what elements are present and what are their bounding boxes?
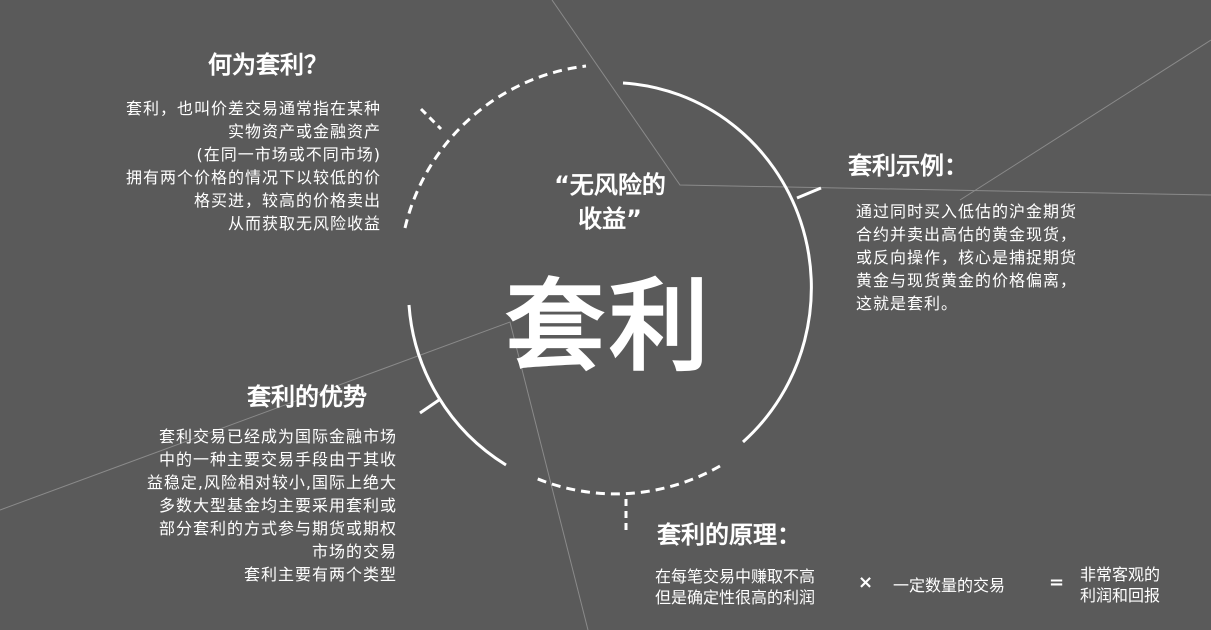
equals-sign: = xyxy=(1049,572,1065,593)
what-text: 套利，也叫价差交易通常指在某种 实物资产或金融资产 (在同一市场或不同市场) 拥… xyxy=(126,97,381,235)
advantage-heading: 套利的优势 xyxy=(247,383,367,411)
text-line: 利润和回报 xyxy=(1080,586,1161,605)
quote-line: 收益” xyxy=(578,205,642,233)
quote-line: “无风险的 xyxy=(554,171,666,199)
text-line: 中的一种主要交易手段由于其收 xyxy=(158,450,397,469)
text-line: 部分套利的方式参与期货或期权 xyxy=(158,519,397,538)
text-line: 实物资产或金融资产 xyxy=(227,122,381,141)
tick-left xyxy=(419,398,440,415)
text-line: 非常客观的 xyxy=(1080,565,1161,584)
text-line: 黄金与现货黄金的价格偏离， xyxy=(856,271,1078,290)
thin-line xyxy=(551,0,1211,196)
text-line: 拥有两个价格的情况下以较低的价 xyxy=(125,168,381,187)
text-line: 这就是套利。 xyxy=(856,294,959,313)
text-line: 但是确定性很高的利润 xyxy=(655,588,816,607)
text-line: 通过同时买入低估的沪金期货 xyxy=(856,202,1078,221)
text-line: 市场的交易 xyxy=(311,542,397,561)
what-heading: 何为套利？ xyxy=(208,51,328,79)
example-text: 通过同时买入低估的沪金期货 合约并卖出高估的黄金现货， 或反向操作，核心是捕捉期… xyxy=(856,200,1077,315)
text-line: 益稳定,风险相对较小,国际上绝大 xyxy=(146,473,397,492)
example-heading: 套利示例： xyxy=(848,152,968,180)
text-line: 格买进，较高的价格卖出 xyxy=(193,191,381,210)
text-line: 套利主要有两个类型 xyxy=(243,565,397,584)
center-quote: “无风险的收益” xyxy=(520,168,700,236)
thin-line xyxy=(959,39,1211,201)
solid-arc-left xyxy=(407,304,507,467)
dashed-arc-bottom xyxy=(532,464,721,496)
principle-term1: 在每笔交易中赚取不高 但是确定性很高的利润 xyxy=(655,566,815,608)
text-line: 或反向操作，核心是捕捉期货 xyxy=(856,248,1078,267)
center-title: 套利 xyxy=(505,268,713,385)
principle-result: 非常客观的 利润和回报 xyxy=(1080,564,1160,606)
text-line: 从而获取无风险收益 xyxy=(227,214,381,233)
tick-top-left xyxy=(419,107,443,131)
text-line: 多数大型基金均主要采用套利或 xyxy=(158,496,397,515)
advantage-text: 套利交易已经成为国际金融市场 中的一种主要交易手段由于其收 益稳定,风险相对较小… xyxy=(147,425,397,586)
principle-term2: 一定数量的交易 xyxy=(893,576,1006,595)
principle-heading: 套利的原理： xyxy=(657,521,801,549)
text-line: 在每笔交易中赚取不高 xyxy=(655,567,816,586)
tick-right xyxy=(796,186,822,200)
times-sign: × xyxy=(858,572,874,593)
text-line: (在同一市场或不同市场) xyxy=(196,145,381,164)
dashed-arc-top xyxy=(403,64,587,229)
text-line: 套利交易已经成为国际金融市场 xyxy=(158,427,397,446)
text-line: 合约并卖出高估的黄金现货， xyxy=(856,225,1078,244)
thin-line xyxy=(0,321,589,630)
text-line: 套利，也叫价差交易通常指在某种 xyxy=(125,99,381,118)
solid-arc-right xyxy=(622,81,813,444)
